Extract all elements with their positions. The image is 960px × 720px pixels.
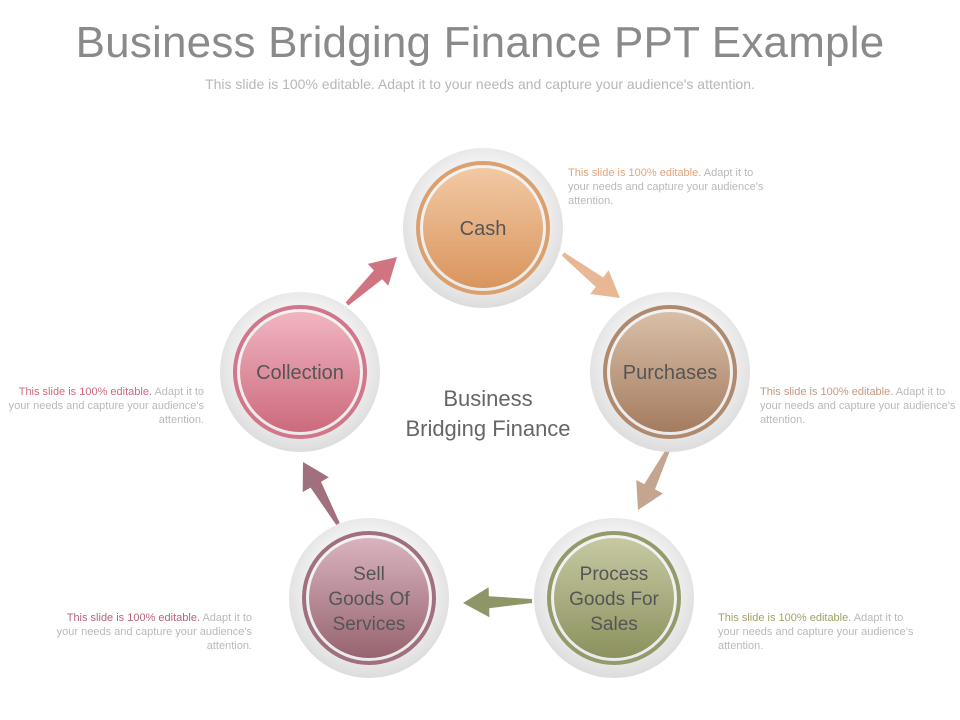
arrow-sell-goods-of-services-to-collection xyxy=(302,462,340,525)
node-cash: Cash xyxy=(403,148,563,308)
node-label-line: Services xyxy=(333,614,406,635)
slide-subtitle: This slide is 100% editable. Adapt it to… xyxy=(205,76,755,92)
node-border xyxy=(233,305,367,439)
node-label-line: Purchases xyxy=(623,362,718,384)
note-lead: This slide is 100% editable. xyxy=(760,386,894,398)
note-rest: Adapt it to your needs and capture your … xyxy=(718,612,914,652)
note-lead: This slide is 100% editable. xyxy=(66,612,201,624)
note-lead: This slide is 100% editable. xyxy=(718,612,852,624)
center-label-line2: Bridging Finance xyxy=(405,416,570,441)
node-fill xyxy=(240,312,360,432)
note-cash: This slide is 100% editable. Adapt it to… xyxy=(568,166,764,208)
arrows-layer xyxy=(302,252,670,618)
node-label-line: Process xyxy=(580,564,649,585)
node-fill xyxy=(309,538,429,658)
note-collection: This slide is 100% editable. Adapt it to… xyxy=(8,385,204,427)
node-label-line: Goods Of xyxy=(328,589,410,610)
node-label-line: Collection xyxy=(256,362,344,384)
node-collection: Collection xyxy=(220,292,380,452)
arrow-cash-to-purchases xyxy=(561,252,620,298)
arrow-purchases-to-process-goods-for-sales xyxy=(636,449,670,510)
center-label-line1: Business xyxy=(443,386,532,411)
note-process-goods: This slide is 100% editable. Adapt it to… xyxy=(718,611,914,653)
node-label-line: Sell xyxy=(353,564,385,585)
node-label-line: Sales xyxy=(590,614,638,635)
node-border xyxy=(416,161,550,295)
node-fill xyxy=(554,538,674,658)
note-sell-goods: This slide is 100% editable. Adapt it to… xyxy=(56,611,252,653)
node-label-line: Goods For xyxy=(569,589,659,610)
node-border xyxy=(547,531,681,665)
node-label-line: Cash xyxy=(460,218,507,240)
node-purchases: Purchases xyxy=(590,292,750,452)
note-rest: Adapt it to your needs and capture your … xyxy=(8,386,204,426)
node-fill xyxy=(610,312,730,432)
node-fill xyxy=(423,168,543,288)
note-purchases: This slide is 100% editable. Adapt it to… xyxy=(760,385,956,427)
note-lead: This slide is 100% editable. xyxy=(568,167,702,179)
node-border xyxy=(302,531,436,665)
arrow-collection-to-cash xyxy=(345,257,397,306)
arrow-process-goods-for-sales-to-sell-goods-of-services xyxy=(463,587,533,618)
node-border xyxy=(603,305,737,439)
slide-title: Business Bridging Finance PPT Example xyxy=(75,18,885,67)
note-rest: Adapt it to your needs and capture your … xyxy=(56,612,252,652)
note-lead: This slide is 100% editable. xyxy=(18,386,153,398)
note-rest: Adapt it to your needs and capture your … xyxy=(568,167,764,207)
note-rest: Adapt it to your needs and capture your … xyxy=(760,386,956,426)
